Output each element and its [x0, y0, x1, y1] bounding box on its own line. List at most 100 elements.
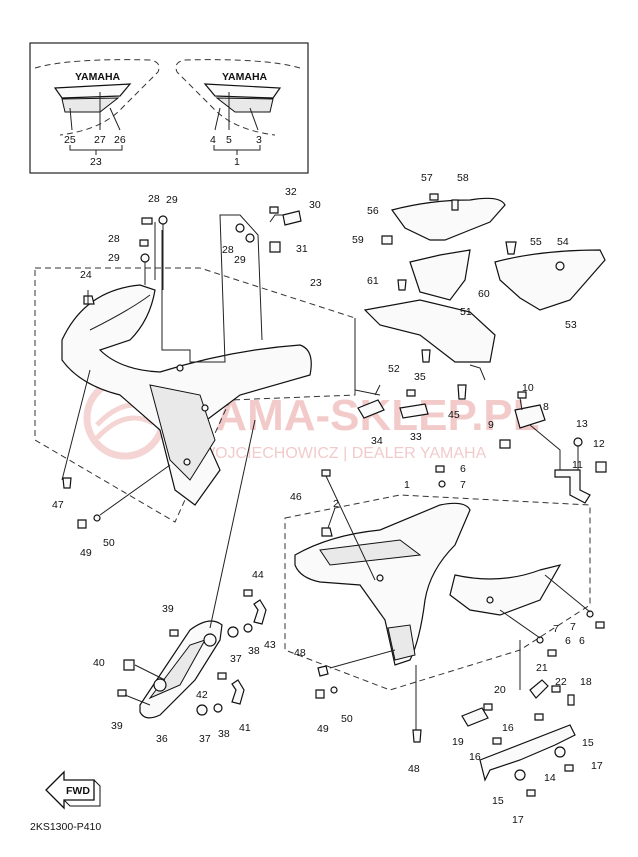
right-cowl-lower — [449, 564, 562, 616]
right-brand-text: YAMAHA — [222, 71, 268, 83]
callout-47: 47 — [52, 499, 64, 511]
screw-28-lower — [139, 239, 149, 247]
bolt-49-right — [315, 689, 325, 699]
callout-38-lower: 38 — [218, 728, 230, 740]
callout-42: 42 — [196, 689, 208, 701]
right-fasteners — [435, 391, 607, 504]
nut-38-lower — [213, 703, 223, 713]
screw-6-mid — [547, 649, 557, 657]
callout-60: 60 — [478, 288, 490, 300]
clip-18 — [567, 694, 575, 706]
callout-51: 51 — [460, 306, 472, 318]
callout-36: 36 — [156, 733, 168, 745]
screw-16-right — [534, 713, 544, 721]
nut-12 — [595, 461, 607, 473]
callout-18: 18 — [580, 676, 592, 688]
left-brand-text: YAMAHA — [75, 71, 121, 83]
callout-49-right: 49 — [317, 723, 329, 735]
callout-34: 34 — [371, 435, 383, 447]
callout-27: 27 — [94, 134, 106, 146]
washer-29-right — [245, 233, 255, 243]
bolt-48-lower — [412, 729, 422, 743]
callout-37-upper: 37 — [230, 653, 242, 665]
right-cowl-body — [294, 502, 471, 666]
grommet-15-upper — [554, 746, 566, 758]
callout-31: 31 — [296, 243, 308, 255]
bolt-61 — [397, 279, 407, 291]
callout-5: 5 — [226, 134, 232, 146]
inner-panel-group — [117, 419, 267, 719]
screw-42 — [217, 672, 227, 680]
bracket-51 — [363, 299, 496, 363]
screw-28-upper — [141, 217, 153, 225]
callout-23-inset: 23 — [90, 156, 102, 168]
washer-29-upper — [158, 215, 168, 225]
bracket-33 — [399, 403, 429, 419]
callout-labels: 28 29 28 29 24 32 30 28 29 31 23 47 49 5… — [52, 172, 605, 826]
washer-7-right — [586, 610, 594, 618]
grommet-15-lower — [514, 769, 526, 781]
callout-15-upper: 15 — [582, 737, 594, 749]
callout-41: 41 — [239, 722, 251, 734]
callout-24: 24 — [80, 269, 92, 281]
callout-39-lower: 39 — [111, 720, 123, 732]
callout-49-left: 49 — [80, 547, 92, 559]
bracket-14 — [479, 724, 576, 782]
callout-32: 32 — [285, 186, 297, 198]
clip-2 — [321, 527, 333, 537]
callout-21: 21 — [536, 662, 548, 674]
nut-9 — [499, 439, 511, 449]
fwd-arrow: FWD — [45, 770, 101, 810]
fwd-arrow-shape — [45, 770, 95, 810]
screw-22 — [551, 685, 561, 693]
nut-30 — [282, 210, 302, 226]
callout-29-upper: 29 — [166, 194, 178, 206]
screw-20 — [483, 703, 493, 711]
right-cowl-trim — [319, 539, 422, 566]
callout-26: 26 — [114, 134, 126, 146]
callout-25: 25 — [64, 134, 76, 146]
callout-16-left: 16 — [469, 751, 481, 763]
bracket-43 — [253, 599, 267, 625]
callout-12: 12 — [593, 438, 605, 450]
fwd-label: FWD — [66, 785, 90, 797]
callout-56: 56 — [367, 205, 379, 217]
clip-24 — [83, 295, 95, 305]
bracket-11 — [554, 469, 591, 504]
callout-16-right: 16 — [502, 722, 514, 734]
callout-53: 53 — [565, 319, 577, 331]
grommet-37-upper — [227, 626, 239, 638]
callout-14: 14 — [544, 772, 556, 784]
screw-57 — [429, 193, 439, 201]
callout-20: 20 — [494, 684, 506, 696]
screw-17-bottom — [526, 789, 536, 797]
screw-39-lower — [117, 689, 127, 697]
clip-58 — [451, 199, 459, 211]
bracket-56 — [391, 197, 506, 241]
nut-59 — [381, 235, 393, 245]
callout-37-lower: 37 — [199, 733, 211, 745]
callout-44: 44 — [252, 569, 264, 581]
callout-1-inset: 1 — [234, 156, 240, 168]
screw-17-right — [564, 764, 574, 772]
screw-16-left — [492, 737, 502, 745]
callout-28-upper: 28 — [148, 193, 160, 205]
right-decal-stripe — [215, 97, 274, 113]
screw-28-right — [235, 223, 245, 233]
callout-35: 35 — [414, 371, 426, 383]
bolt-55 — [505, 241, 517, 255]
bracket-60 — [409, 249, 471, 301]
callout-22: 22 — [555, 676, 567, 688]
callout-52: 52 — [388, 363, 400, 375]
watermark-subtitle: WOJCIECHOWICZ | DEALER YAMAHA — [200, 445, 487, 462]
bolt-52 — [421, 349, 431, 363]
callout-38-upper: 38 — [248, 645, 260, 657]
callout-39-upper: 39 — [162, 603, 174, 615]
decal-inset: YAMAHA YAMAHA 25 27 26 23 4 5 3 1 — [29, 42, 309, 174]
callout-29-lower: 29 — [108, 252, 120, 264]
callout-15-lower: 15 — [492, 795, 504, 807]
callout-61: 61 — [367, 275, 379, 287]
callout-45: 45 — [448, 409, 460, 421]
callout-46: 46 — [290, 491, 302, 503]
callout-3: 3 — [256, 134, 262, 146]
